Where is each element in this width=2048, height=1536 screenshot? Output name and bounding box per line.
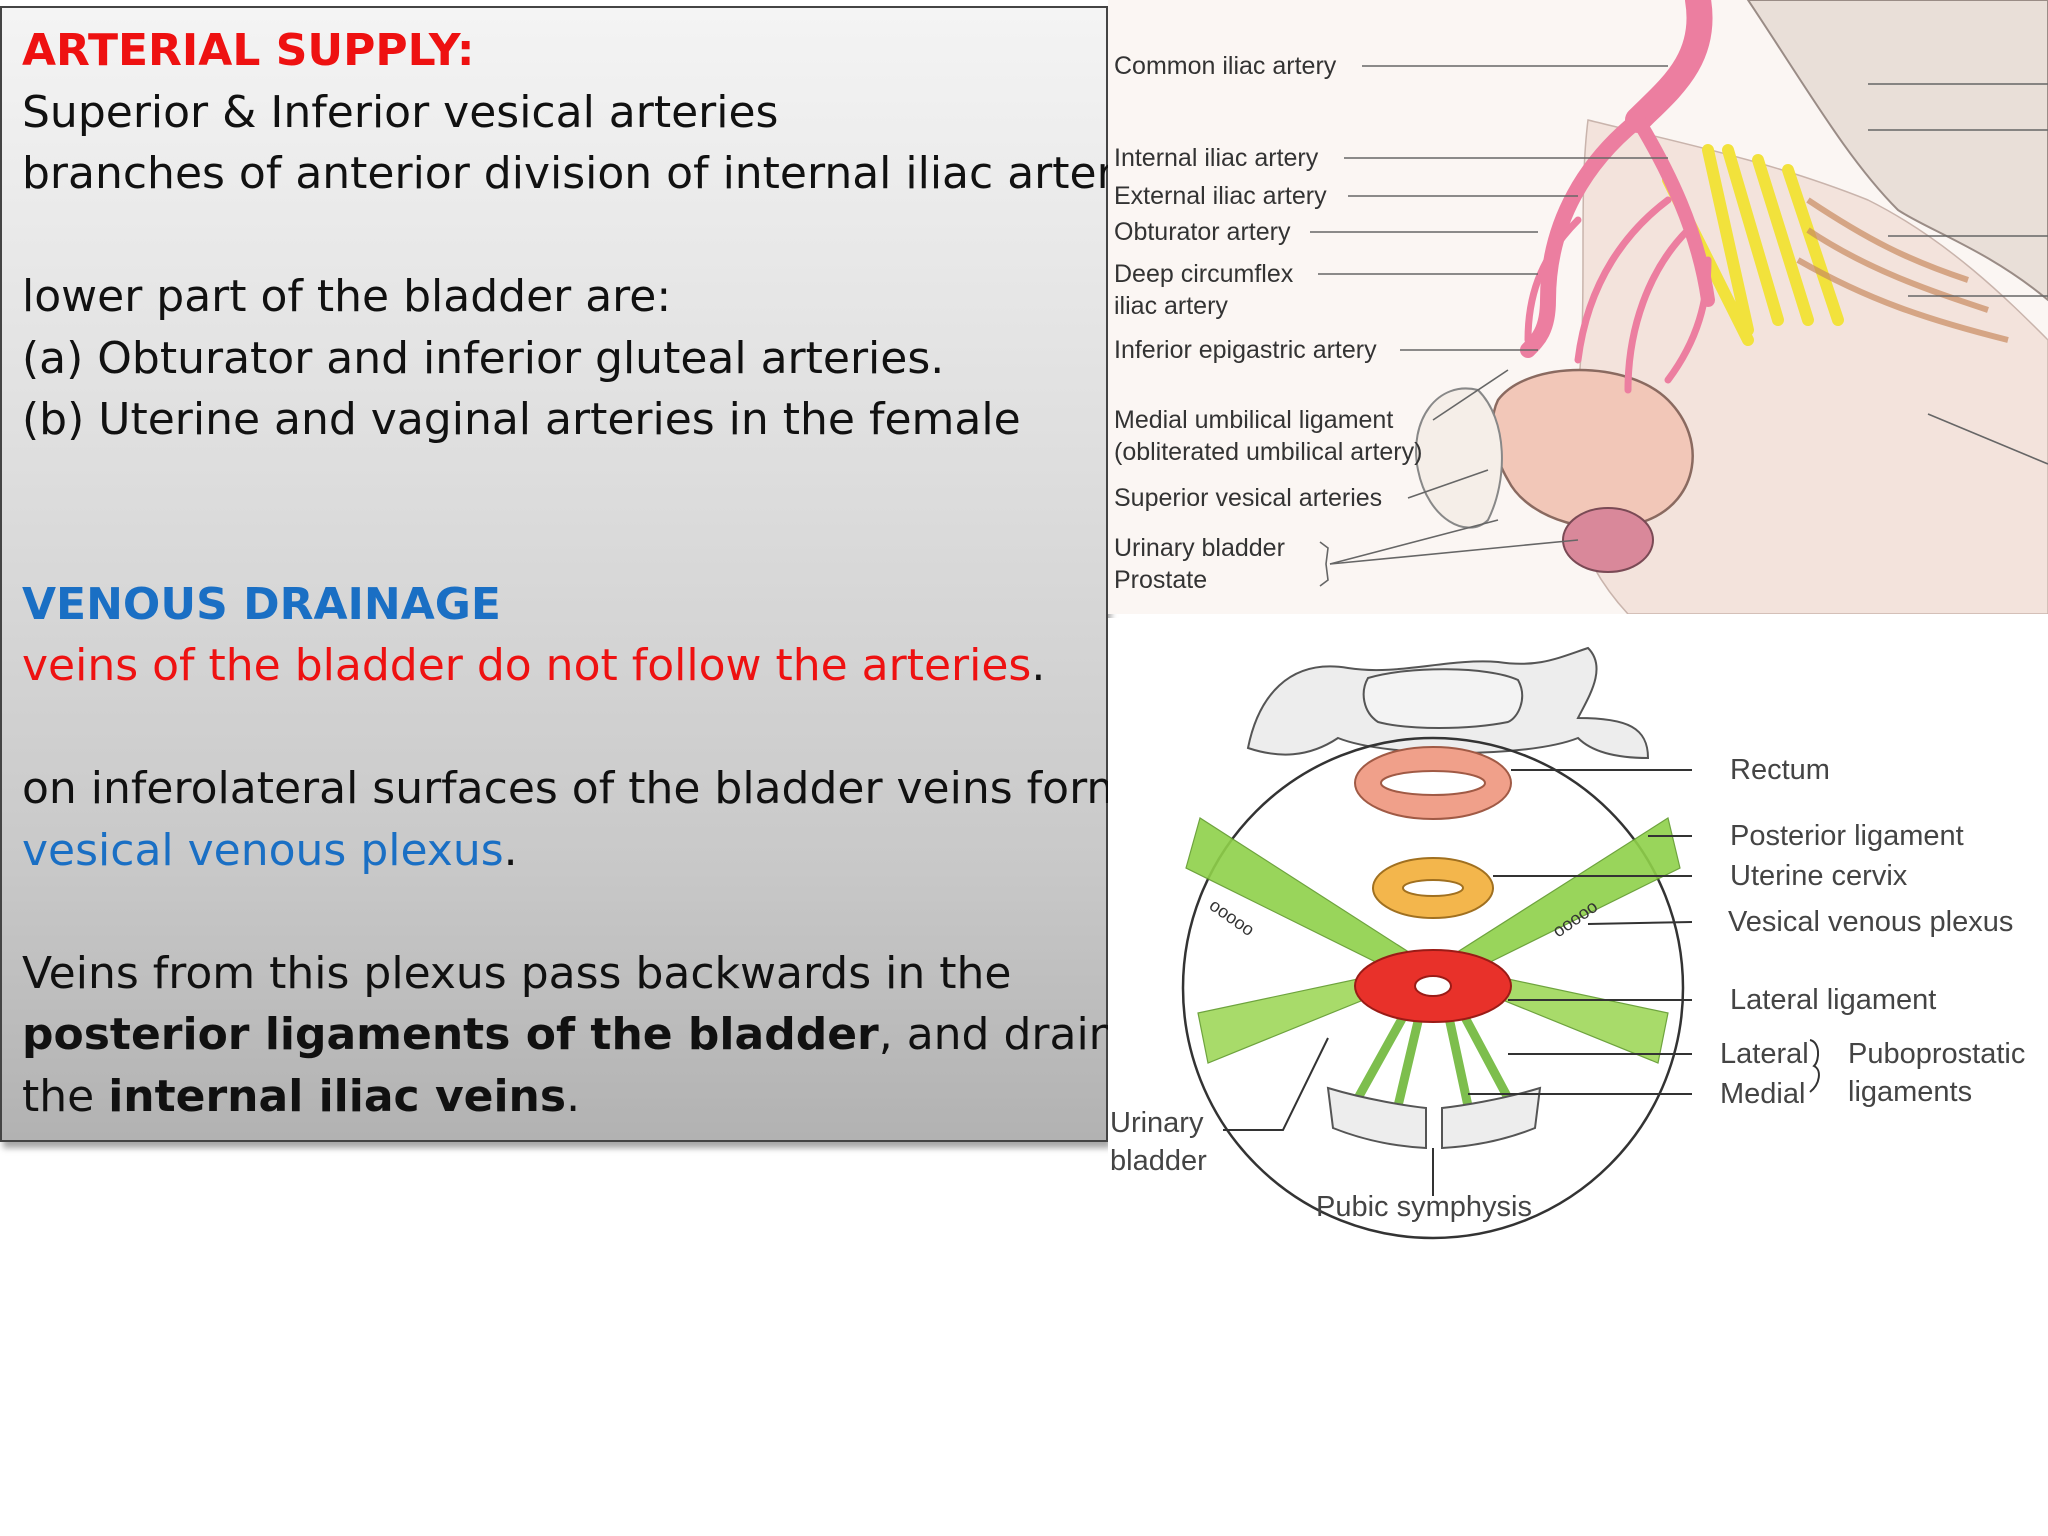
posterior-ligaments-text: posterior ligaments of the bladder xyxy=(22,1009,879,1060)
label-vesical-venous-plexus: Vesical venous plexus xyxy=(1728,906,2013,938)
venous-drainage-figure: ooooo ooooo R xyxy=(1108,618,2048,1248)
pelvic-tissue xyxy=(1565,119,2048,614)
lower-part-item-a: (a) Obturator and inferior gluteal arter… xyxy=(22,332,945,384)
spacer xyxy=(22,512,1106,574)
label-ligaments: ligaments xyxy=(1848,1076,1972,1108)
label-lateral-ligament: Lateral ligament xyxy=(1730,984,1936,1016)
venous-drainage-heading: VENOUS DRAINAGE xyxy=(22,578,501,630)
arterial-supply-figure: Common iliac artery Internal iliac arter… xyxy=(1108,0,2048,614)
venous-statement-end: . xyxy=(1031,640,1046,691)
venous-statement: veins of the bladder do not follow the a… xyxy=(22,640,1032,691)
plexus-coil-left: ooooo xyxy=(1206,895,1258,940)
plexus-end: . xyxy=(503,824,518,876)
venous-leader-lines xyxy=(1223,769,1820,1196)
drainage-line-3-start: the xyxy=(22,1070,109,1122)
bladder-shape xyxy=(1491,368,1694,530)
label-puboprostatic: Puboprostatic xyxy=(1848,1038,2025,1070)
arterial-supply-heading: ARTERIAL SUPPLY: xyxy=(22,25,475,76)
label-uterine-cervix: Uterine cervix xyxy=(1730,860,1908,892)
label-prostate: Prostate xyxy=(1114,566,1207,594)
label-pubic-symphysis: Pubic symphysis xyxy=(1316,1191,1532,1223)
lower-part-item-b: (b) Uterine and vaginal arteries in the … xyxy=(22,394,1021,445)
label-posterior-ligament: Posterior ligament xyxy=(1730,820,1964,852)
internal-iliac-vessel xyxy=(1631,113,1715,307)
pubic-bone xyxy=(1415,387,1503,529)
lateral-ligaments xyxy=(1197,972,1669,1064)
label-urinary-bladder: Urinary bladder xyxy=(1114,534,1285,562)
rectum-ring xyxy=(1354,746,1512,820)
label-urinary: Urinary xyxy=(1110,1107,1204,1139)
arterial-line-1: Superior & Inferior vesical arteries xyxy=(22,86,779,138)
spacer xyxy=(22,881,1106,943)
label-medial-umbilical-1: Medial umbilical ligament xyxy=(1114,406,1393,434)
pubic-bones xyxy=(1326,1086,1542,1150)
label-medial-umbilical-2: (obliterated umbilical artery) xyxy=(1114,438,1422,466)
spacer xyxy=(22,205,1106,267)
label-rectum: Rectum xyxy=(1730,754,1830,786)
plexus-name: vesical venous plexus xyxy=(22,824,504,876)
arterial-leader-lines xyxy=(1310,65,2048,587)
vertebral-body xyxy=(1362,668,1524,729)
nerve-plexus xyxy=(1662,144,1844,346)
plexus-line: vesical venous plexus. xyxy=(22,820,1106,882)
drainage-line-1: Veins from this plexus pass backwards in… xyxy=(22,947,1012,999)
pelvic-outline xyxy=(1181,736,1685,1240)
label-medial: Medial xyxy=(1720,1078,1805,1110)
label-external-iliac-artery: External iliac artery xyxy=(1114,182,1327,210)
label-lateral: Lateral xyxy=(1720,1038,1809,1070)
venous-statement-line: veins of the bladder do not follow the a… xyxy=(22,635,1106,697)
drainage-line-2: posterior ligaments of the bladder, and … xyxy=(22,1004,1215,1066)
arterial-line-2: branches of anterior division of interna… xyxy=(22,148,1177,199)
prostate-shape xyxy=(1562,507,1654,573)
puboprostatic-ligaments xyxy=(1353,1003,1513,1111)
label-superior-vesical-arteries: Superior vesical arteries xyxy=(1114,484,1382,512)
label-internal-iliac-artery: Internal iliac artery xyxy=(1114,144,1319,172)
label-obturator-artery: Obturator artery xyxy=(1114,218,1291,246)
artery-branches xyxy=(1524,196,1712,394)
drainage-line-3-end: . xyxy=(566,1070,581,1122)
label-deep-circumflex-1: Deep circumflex xyxy=(1114,260,1294,288)
external-iliac-vessel xyxy=(1520,112,1646,358)
cervix-ring xyxy=(1372,857,1494,919)
sacrum-shape xyxy=(1746,0,2048,302)
label-inferior-epigastric-artery: Inferior epigastric artery xyxy=(1114,336,1377,364)
lower-part-intro: lower part of the bladder are: xyxy=(22,271,672,322)
muscle-fibres xyxy=(1796,197,2009,343)
common-iliac-vessel xyxy=(1625,0,1713,133)
bladder-ring xyxy=(1354,949,1512,1023)
spacer xyxy=(22,697,1106,759)
spacer xyxy=(22,451,1106,513)
drainage-line-3: the internal iliac veins. xyxy=(22,1066,1106,1128)
label-bladder: bladder xyxy=(1110,1145,1207,1177)
text-panel: ARTERIAL SUPPLY: Superior & Inferior ves… xyxy=(0,6,1215,1142)
plexus-intro: on inferolateral surfaces of the bladder… xyxy=(22,763,1130,814)
internal-iliac-veins-text: internal iliac veins xyxy=(108,1070,567,1122)
label-deep-circumflex-2: iliac artery xyxy=(1114,292,1228,320)
label-common-iliac-artery: Common iliac artery xyxy=(1114,52,1337,80)
